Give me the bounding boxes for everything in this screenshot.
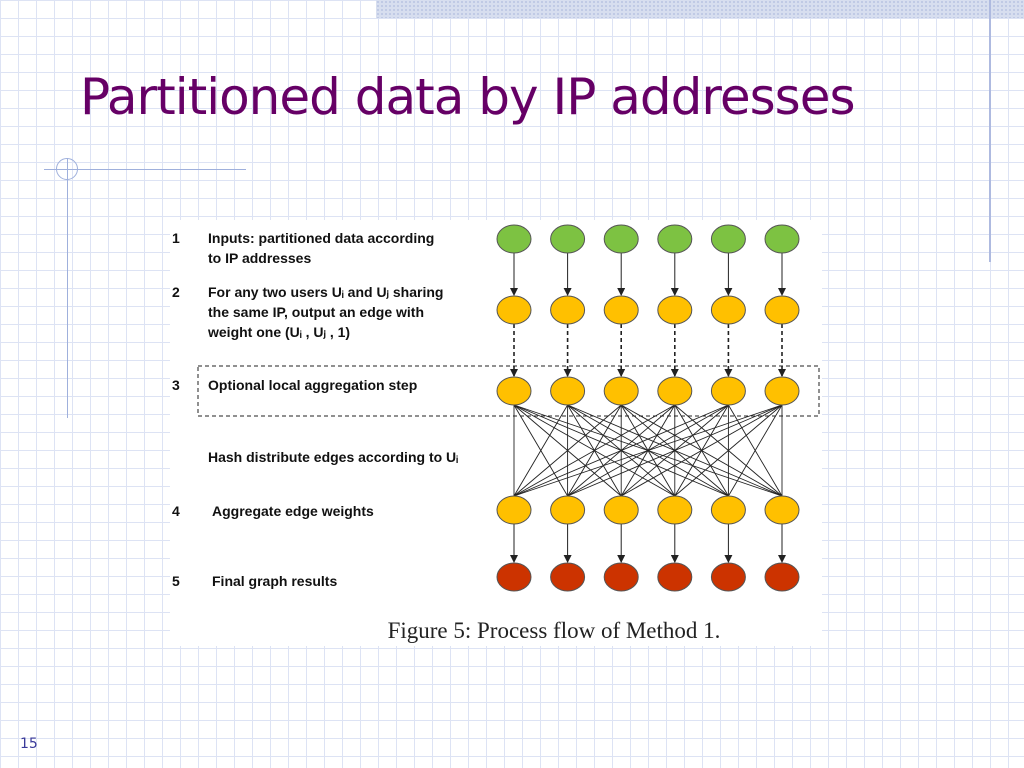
shuffle-edge bbox=[513, 404, 783, 497]
final-node bbox=[550, 562, 586, 592]
final-node bbox=[764, 562, 800, 592]
decorative-left-rule bbox=[67, 158, 68, 418]
aggregate-node bbox=[496, 495, 532, 525]
decorative-horizontal-rule bbox=[44, 169, 246, 170]
figure-caption: Figure 5: Process flow of Method 1. bbox=[388, 618, 721, 643]
emit-edges-node bbox=[550, 295, 586, 325]
emit-edges-node bbox=[710, 295, 746, 325]
emit-edges-node bbox=[657, 295, 693, 325]
final-node bbox=[603, 562, 639, 592]
local-aggregation-node bbox=[657, 376, 693, 406]
input-node bbox=[496, 224, 532, 254]
step-number: 5 bbox=[172, 573, 180, 589]
step-label: Final graph results bbox=[212, 573, 337, 589]
final-node bbox=[657, 562, 693, 592]
decorative-crosshair-icon bbox=[56, 158, 78, 180]
shuffle-edge bbox=[513, 404, 676, 497]
step-label: Optional local aggregation step bbox=[208, 377, 417, 393]
emit-edges-node bbox=[496, 295, 532, 325]
aggregate-node bbox=[550, 495, 586, 525]
input-node bbox=[550, 224, 586, 254]
optional-step-box bbox=[197, 365, 820, 417]
aggregate-node bbox=[764, 495, 800, 525]
aggregate-node bbox=[603, 495, 639, 525]
slide-title: Partitioned data by IP addresses bbox=[80, 68, 856, 126]
local-aggregation-node bbox=[496, 376, 532, 406]
final-node bbox=[496, 562, 532, 592]
input-node bbox=[764, 224, 800, 254]
decorative-header-block bbox=[376, 0, 1024, 18]
input-node bbox=[657, 224, 693, 254]
step-label: the same IP, output an edge with bbox=[208, 304, 424, 320]
step-label: For any two users Uᵢ and Uⱼ sharing bbox=[208, 284, 443, 300]
step-label: Inputs: partitioned data according bbox=[208, 230, 434, 246]
step-number: 4 bbox=[172, 503, 180, 519]
process-flow-diagram: 1 Inputs: partitioned data according to IP… bbox=[172, 224, 820, 643]
shuffle-edge bbox=[513, 404, 729, 497]
slide-number: 15 bbox=[20, 736, 38, 752]
step-label: weight one (Uᵢ , Uⱼ , 1) bbox=[207, 324, 350, 340]
local-aggregation-node bbox=[603, 376, 639, 406]
decorative-vertical-rule bbox=[989, 0, 991, 262]
process-flow-figure: 1 Inputs: partitioned data according to IP… bbox=[170, 220, 822, 646]
emit-edges-node bbox=[603, 295, 639, 325]
step-number: 2 bbox=[172, 284, 180, 300]
shuffle-edge bbox=[513, 404, 568, 497]
shuffle-edge bbox=[674, 404, 783, 497]
input-node bbox=[710, 224, 746, 254]
local-aggregation-node bbox=[710, 376, 746, 406]
step-label: Aggregate edge weights bbox=[212, 503, 374, 519]
aggregate-node bbox=[657, 495, 693, 525]
shuffle-edge bbox=[728, 404, 783, 497]
aggregate-node bbox=[710, 495, 746, 525]
shuffle-edge bbox=[620, 404, 783, 497]
step-number: 1 bbox=[172, 230, 180, 246]
local-aggregation-node bbox=[764, 376, 800, 406]
final-node bbox=[710, 562, 746, 592]
step-label: to IP addresses bbox=[208, 250, 311, 266]
local-aggregation-node bbox=[550, 376, 586, 406]
shuffle-edge bbox=[513, 404, 622, 497]
emit-edges-node bbox=[764, 295, 800, 325]
input-node bbox=[603, 224, 639, 254]
step-number: 3 bbox=[172, 377, 180, 393]
step-label: Hash distribute edges according to Uᵢ bbox=[208, 449, 458, 465]
shuffle-edge bbox=[567, 404, 783, 497]
